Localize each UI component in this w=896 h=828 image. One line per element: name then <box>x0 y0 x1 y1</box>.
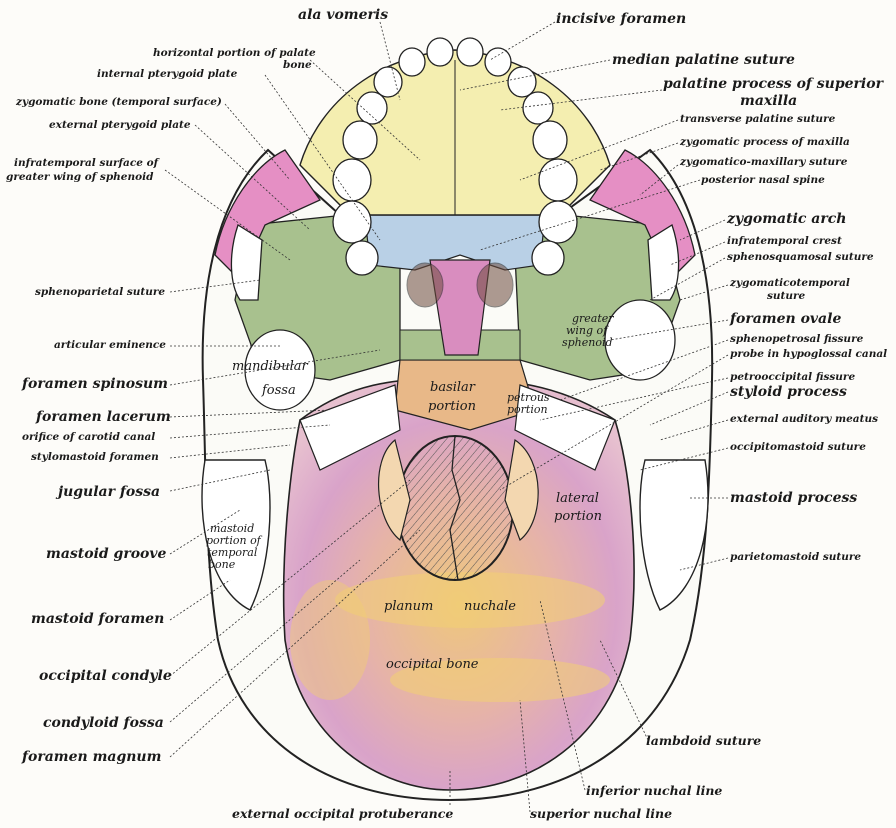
label-foramen-lacerum: foramen lacerum <box>36 410 171 424</box>
label-transverse-palatine-suture: transverse palatine suture <box>680 114 835 125</box>
label-sphenoparietal-suture: sphenoparietal suture <box>35 287 165 298</box>
label-infratemporal-surface: infratemporal surface of <box>14 158 158 169</box>
inner-label-fossa: fossa <box>262 384 296 398</box>
label-infratemporal-crest: infratemporal crest <box>727 236 842 247</box>
label-jugular-fossa: jugular fossa <box>58 485 160 499</box>
label-superior-nuchal-line: superior nuchal line <box>530 808 672 821</box>
inner-label-petrous: petrous <box>507 392 550 404</box>
label-ala-vomeris: ala vomeris <box>298 8 388 22</box>
label-occipitomastoid-suture: occipitomastoid suture <box>730 442 866 453</box>
label-external-pterygoid-plate: external pterygoid plate <box>49 120 191 131</box>
label-mastoid-foramen: mastoid foramen <box>31 612 164 626</box>
label-sphenopetrosal-fissure: sphenopetrosal fissure <box>730 334 863 345</box>
inner-label-mastoid-portion-2: portion of <box>206 535 261 547</box>
label-probe-hypoglossal-canal: probe in hypoglossal canal <box>730 349 887 360</box>
label-zygomatic-bone: zygomatic bone (temporal surface) <box>16 97 222 108</box>
label-orifice-carotid-canal: orifice of carotid canal <box>22 432 155 443</box>
label-articular-eminence: articular eminence <box>54 340 166 351</box>
label-zygomatic-process-maxilla: zygomatic process of maxilla <box>680 137 850 148</box>
label-foramen-spinosum: foramen spinosum <box>22 377 168 391</box>
inner-label-mandibular: mandibular <box>232 360 308 374</box>
inner-label-basilar-2: portion <box>428 400 476 414</box>
inner-label-nuchale: nuchale <box>464 600 516 614</box>
inner-label-mastoid-portion-4: bone <box>208 559 235 571</box>
label-lambdoid-suture: lambdoid suture <box>646 735 761 748</box>
inner-label-greater-wing: greater <box>572 313 614 325</box>
inner-label-mastoid-portion-3: temporal <box>207 547 257 559</box>
label-foramen-ovale: foramen ovale <box>730 312 841 326</box>
label-zygomatic-arch: zygomatic arch <box>727 212 846 226</box>
label-external-auditory-meatus: external auditory meatus <box>730 414 878 425</box>
label-petrooccipital-fissure: petrooccipital fissure <box>730 372 855 383</box>
label-internal-pterygoid-plate: internal pterygoid plate <box>97 69 237 80</box>
label-incisive-foramen: incisive foramen <box>556 12 686 26</box>
label-median-palatine-suture: median palatine suture <box>612 53 795 67</box>
label-horizontal-palate: horizontal portion of palate <box>153 48 316 59</box>
label-stylomastoid-foramen: stylomastoid foramen <box>31 452 159 463</box>
inner-label-lateral: lateral <box>556 492 599 506</box>
label-palatine-process: palatine process of superior <box>663 77 883 91</box>
inner-label-basilar: basilar <box>430 381 475 395</box>
label-mastoid-groove: mastoid groove <box>46 547 166 561</box>
label-occipital-condyle: occipital condyle <box>39 669 172 683</box>
label-sphenosquamosal-suture: sphenosquamosal suture <box>727 252 874 263</box>
label-posterior-nasal-spine: posterior nasal spine <box>701 175 825 186</box>
label-external-occipital-protuberance: external occipital protuberance <box>232 808 453 821</box>
label-zygomatico-maxillary-suture: zygomatico-maxillary suture <box>680 157 847 168</box>
label-foramen-magnum: foramen magnum <box>22 750 161 764</box>
label-horizontal-palate-2: bone <box>283 60 312 71</box>
label-condyloid-fossa: condyloid fossa <box>43 716 164 730</box>
inner-label-occipital-bone: occipital bone <box>386 658 479 672</box>
inner-label-lateral-2: portion <box>554 510 602 524</box>
inner-label-greater-wing-2: wing of <box>566 325 607 337</box>
label-inferior-nuchal-line: inferior nuchal line <box>586 785 722 798</box>
label-zygomaticotemporal: zygomaticotemporal <box>730 278 850 289</box>
label-zygomaticotemporal-2: suture <box>767 291 805 302</box>
inner-label-mastoid-portion: mastoid <box>210 523 254 535</box>
label-parietomastoid-suture: parietomastoid suture <box>730 552 861 563</box>
label-palatine-process-2: maxilla <box>740 94 797 108</box>
label-mastoid-process: mastoid process <box>730 491 857 505</box>
inner-label-petrous-2: portion <box>507 404 548 416</box>
inner-label-greater-wing-3: sphenoid <box>562 337 613 349</box>
label-infratemporal-surface-2: greater wing of sphenoid <box>6 172 153 183</box>
label-styloid-process: styloid process <box>730 385 847 399</box>
inner-label-planum: planum <box>384 600 433 614</box>
